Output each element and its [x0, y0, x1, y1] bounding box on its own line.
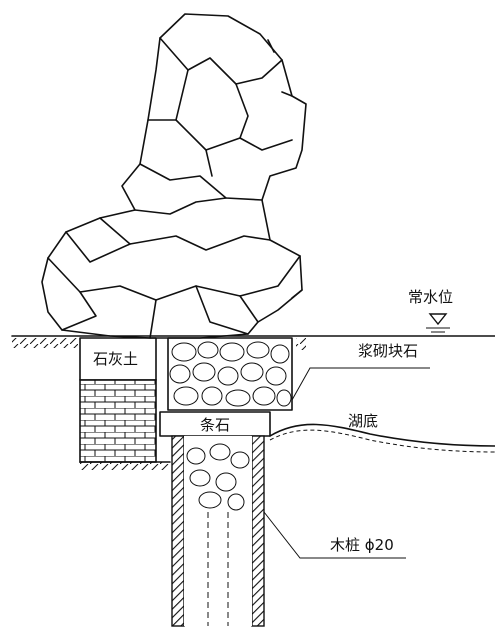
rockery-stone — [41, 13, 307, 339]
label-lake-bottom: 湖底 — [348, 412, 378, 430]
label-lime-soil: 石灰土 — [93, 350, 138, 368]
leader-lines — [263, 367, 430, 559]
water-level-symbol — [426, 313, 450, 333]
brick-wall — [79, 379, 157, 463]
wood-pile — [171, 435, 265, 627]
ground-line — [11, 335, 495, 350]
lake-bottom — [269, 423, 495, 453]
mortar-rubble-mass — [167, 337, 293, 411]
label-wood-pile: 木桩 ϕ20 — [330, 536, 394, 554]
label-mortar-rubble: 浆砌块石 — [358, 342, 418, 360]
label-water-level: 常水位 — [408, 288, 453, 306]
label-strip-stone: 条石 — [200, 416, 230, 434]
